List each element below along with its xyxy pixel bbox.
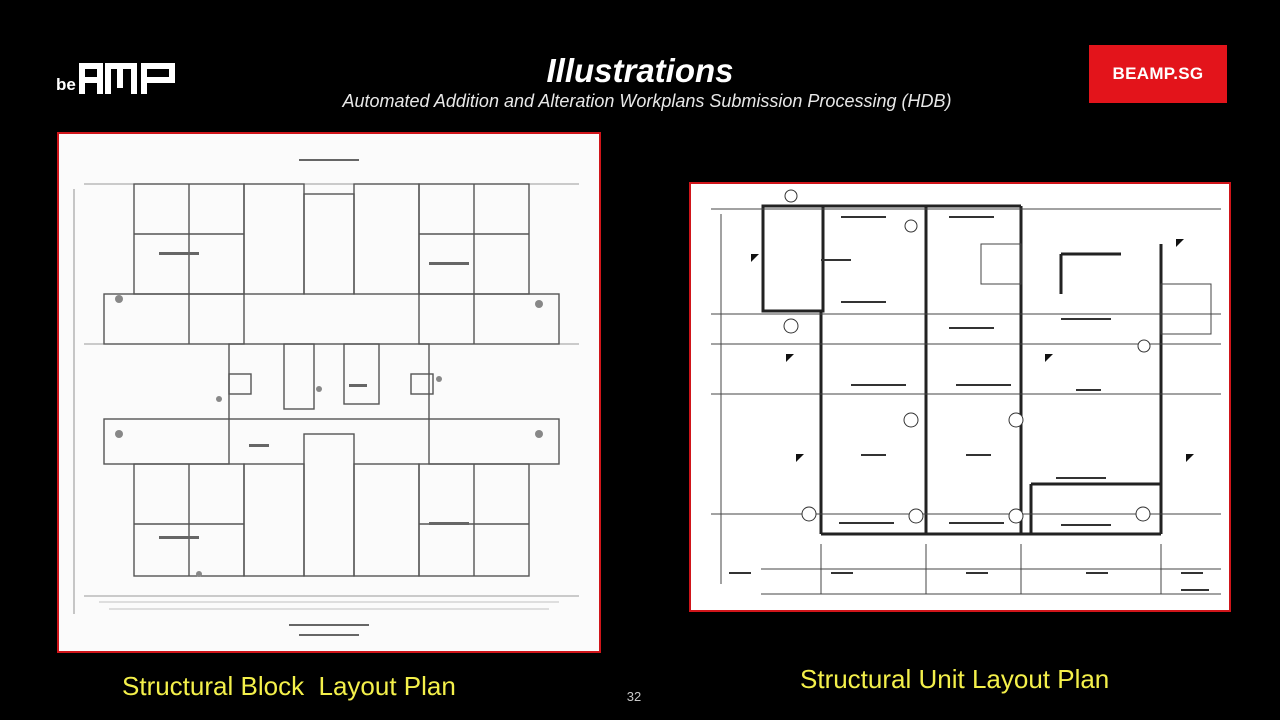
caption-structural-unit: Structural Unit Layout Plan (800, 664, 1110, 694)
page-number: 32 (626, 689, 642, 704)
slide-title: Illustrations (546, 52, 734, 89)
caption-structural-block: Structural Block Layout Plan (122, 671, 456, 701)
svg-text:be: be (56, 75, 76, 94)
brand-badge: BEAMP.SG (1089, 45, 1227, 103)
structural-block-layout-image (57, 132, 601, 653)
structural-unit-layout-image (689, 182, 1231, 612)
slide-subtitle: Automated Addition and Alteration Workpl… (342, 91, 952, 111)
beamp-logo: be (56, 58, 180, 96)
